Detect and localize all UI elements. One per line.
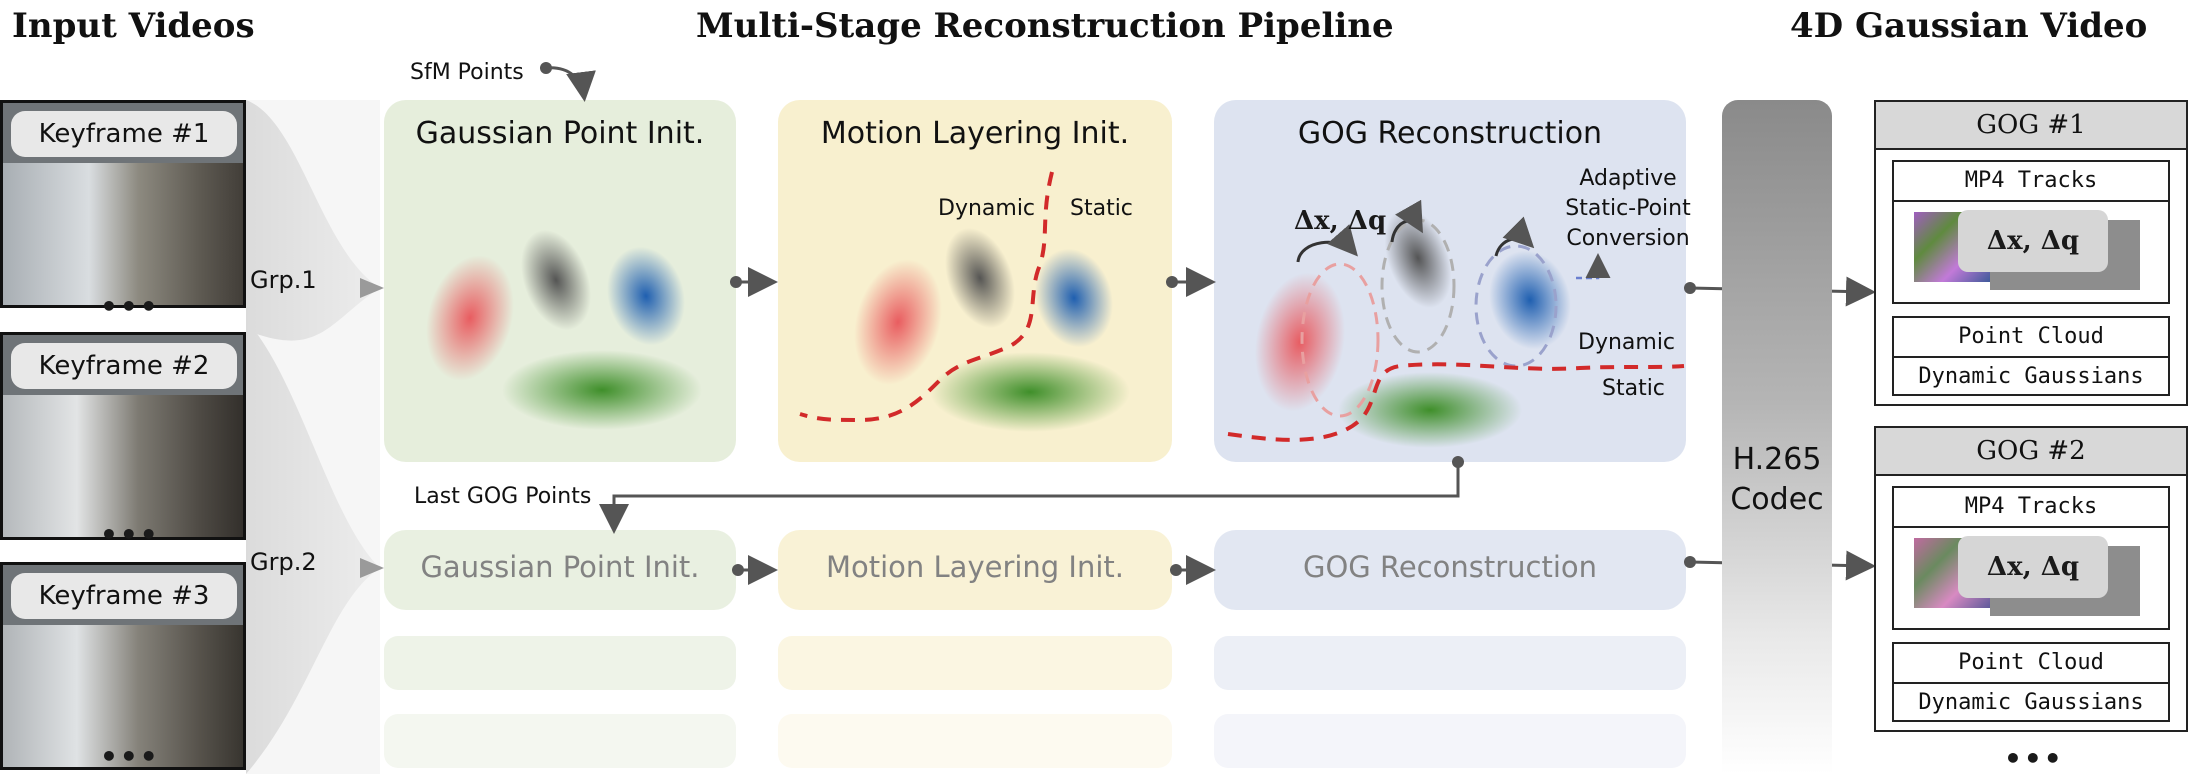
adaptive-line: Adaptive [1579,166,1677,191]
keyframe-3-label: Keyframe #3 [11,573,237,619]
keyframe-1-video[interactable]: Keyframe #1 [0,100,246,308]
group-1-label: Grp.1 [250,266,317,294]
group-2-label: Grp.2 [250,548,317,576]
video-thumbnail [3,163,243,305]
keyframe-1-label: Keyframe #1 [11,111,237,157]
codec-line: H.265 [1732,442,1822,477]
dynamic-label-2: Dynamic [1578,330,1676,355]
mp4-tracks-label: MP4 Tracks [1894,162,2168,202]
motion-boundary [799,171,1054,423]
static-label-2: Static [1602,376,1665,401]
last-gog-points-label: Last GOG Points [414,484,592,509]
ellipsis-2: ••• [100,518,160,551]
delta-chip: Δx, Δq [1958,210,2108,272]
point-cloud-box: Point Cloud Dynamic Gaussians [1892,642,2170,722]
input-videos-header: Input Videos [12,6,255,46]
codec-label: H.265 Codec [1722,440,1832,520]
mp4-tracks-box: MP4 Tracks Δx, Δq [1892,486,2170,630]
keyframe-3-video[interactable]: Keyframe #3 [0,562,246,770]
ellipsis-3: ••• [100,740,160,773]
keyframe-2-video[interactable]: Keyframe #2 [0,332,246,540]
h265-codec-bar: H.265 Codec [1722,100,1832,774]
point-cloud-label: Point Cloud [1894,318,2168,358]
blue-gaussian [607,246,685,346]
delta-chip: Δx, Δq [1958,536,2108,598]
video-thumbnail [3,395,243,537]
ellipsis-1: ••• [100,290,160,323]
gog-title: GOG #1 [1876,102,2186,150]
mp4-tracks-label: MP4 Tracks [1894,488,2168,528]
output-header: 4D Gaussian Video [1790,6,2148,46]
gog-output-1[interactable]: GOG #1 MP4 Tracks Δx, Δq Point Cloud Dyn… [1874,100,2188,406]
point-cloud-label: Point Cloud [1894,644,2168,684]
green-gaussian [502,350,702,430]
sfm-points-label: SfM Points [410,60,524,85]
delta-label: Δx, Δq [1294,206,1387,236]
adaptive-line: Static-Point [1565,196,1691,221]
adaptive-line: Conversion [1566,226,1690,251]
static-label: Static [1070,196,1133,221]
codec-line: Codec [1730,482,1824,517]
red-gaussian [426,255,514,381]
adaptive-conversion-label: Adaptive Static-Point Conversion [1560,164,1696,254]
gog-title: GOG #2 [1876,428,2186,476]
mp4-tracks-box: MP4 Tracks Δx, Δq [1892,160,2170,304]
pipeline-header: Multi-Stage Reconstruction Pipeline [696,6,1394,46]
video-thumbnail [3,625,243,767]
ellipsis-output: ••• [2004,742,2064,775]
keyframe-2-label: Keyframe #2 [11,343,237,389]
gray-gaussian [521,229,591,331]
point-cloud-box: Point Cloud Dynamic Gaussians [1892,316,2170,396]
dynamic-label: Dynamic [938,196,1036,221]
dynamic-gaussians-label: Dynamic Gaussians [1918,364,2144,389]
dynamic-gaussians-label: Dynamic Gaussians [1918,690,2144,715]
gog-output-2[interactable]: GOG #2 MP4 Tracks Δx, Δq Point Cloud Dyn… [1874,426,2188,732]
